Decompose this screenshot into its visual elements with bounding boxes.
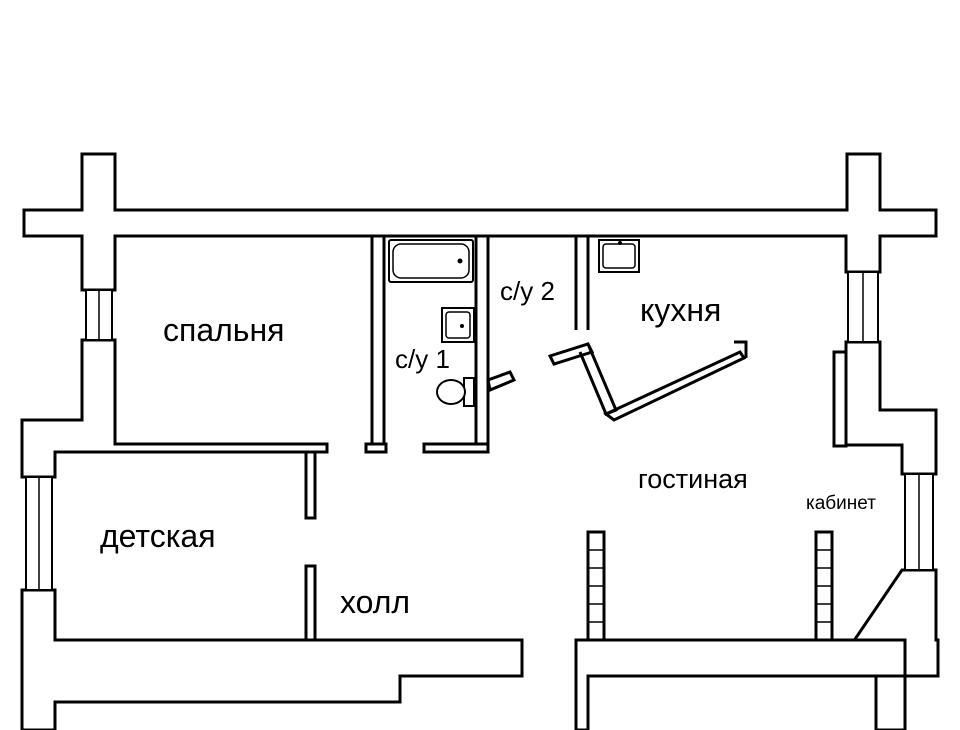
toilet-icon <box>436 377 475 407</box>
kids-hall-partition <box>304 450 317 520</box>
left-wall-lower <box>20 338 329 479</box>
study-partition <box>832 350 848 448</box>
label-living-room: гостиная <box>638 464 748 494</box>
outer-wall <box>22 152 938 292</box>
kitchen-sink-icon <box>598 239 640 273</box>
bathroom1-door <box>486 370 517 393</box>
left-wall-bottom <box>20 588 524 730</box>
label-kids-room: детская <box>100 518 216 554</box>
kitchen-wall <box>574 236 590 330</box>
sink-icon <box>441 307 475 343</box>
label-kitchen: кухня <box>640 292 722 328</box>
label-bathroom2: с/у 2 <box>500 276 555 306</box>
kitchen-door <box>547 340 748 422</box>
column-left <box>586 530 606 642</box>
label-study: кабинет <box>806 493 876 514</box>
right-wall <box>844 340 938 476</box>
column-right <box>814 530 834 642</box>
label-bedroom: спальня <box>163 312 285 348</box>
bathroom1-walls <box>370 236 490 450</box>
label-hall: холл <box>340 584 411 620</box>
bathtub-icon <box>388 239 474 283</box>
bottom-wall-right <box>574 638 907 730</box>
label-bathroom1: с/у 1 <box>395 344 450 374</box>
